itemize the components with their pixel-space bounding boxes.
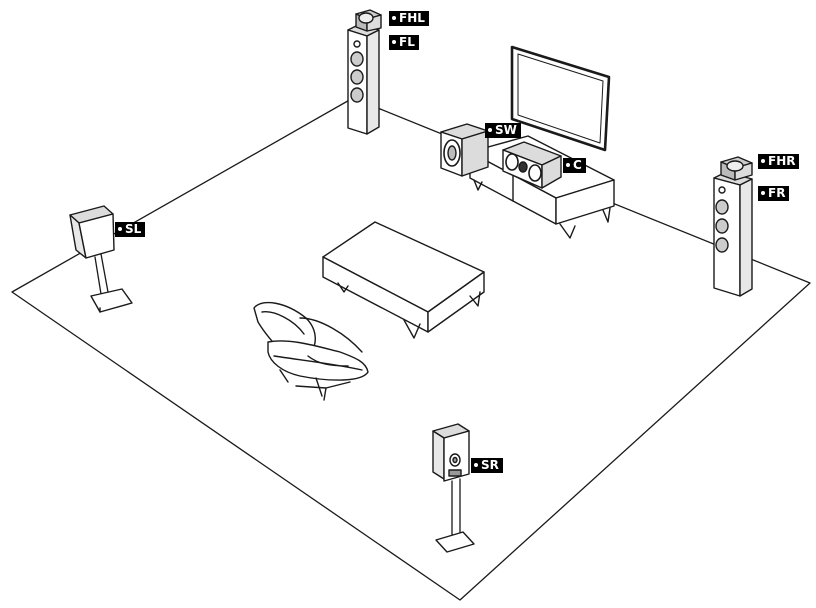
label-dot: [761, 191, 765, 195]
front-height-left-speaker: [356, 10, 381, 31]
label-fhr-text: FHR: [768, 154, 795, 168]
label-dot: [118, 227, 122, 231]
label-sr-text: SR: [481, 458, 499, 472]
label-fhl: FHL: [389, 11, 429, 26]
label-sr: SR: [471, 458, 503, 473]
front-right-tower: [714, 172, 752, 296]
label-fr: FR: [758, 186, 789, 201]
label-dot: [392, 40, 396, 44]
label-fhl-text: FHL: [399, 11, 425, 25]
subwoofer: [441, 124, 488, 176]
label-sl: SL: [115, 222, 145, 237]
label-fr-text: FR: [768, 186, 785, 200]
label-dot: [488, 128, 492, 132]
label-fhr: FHR: [758, 154, 799, 169]
label-c-text: C: [573, 158, 582, 172]
lounge-chair: [254, 303, 368, 400]
tv-screen: [512, 47, 609, 150]
label-dot: [566, 163, 570, 167]
surround-right-speaker: [433, 424, 474, 552]
coffee-table: [323, 222, 484, 338]
label-sl-text: SL: [125, 222, 141, 236]
label-dot: [474, 463, 478, 467]
label-sw-text: SW: [495, 123, 517, 137]
label-c: C: [563, 158, 586, 173]
label-sw: SW: [485, 123, 521, 138]
front-height-right-speaker: [721, 157, 752, 180]
label-fl: FL: [389, 35, 419, 50]
floor-outline: [12, 98, 810, 600]
label-dot: [761, 159, 765, 163]
label-fl-text: FL: [399, 35, 415, 49]
front-left-tower: [348, 24, 379, 134]
label-dot: [392, 16, 396, 20]
